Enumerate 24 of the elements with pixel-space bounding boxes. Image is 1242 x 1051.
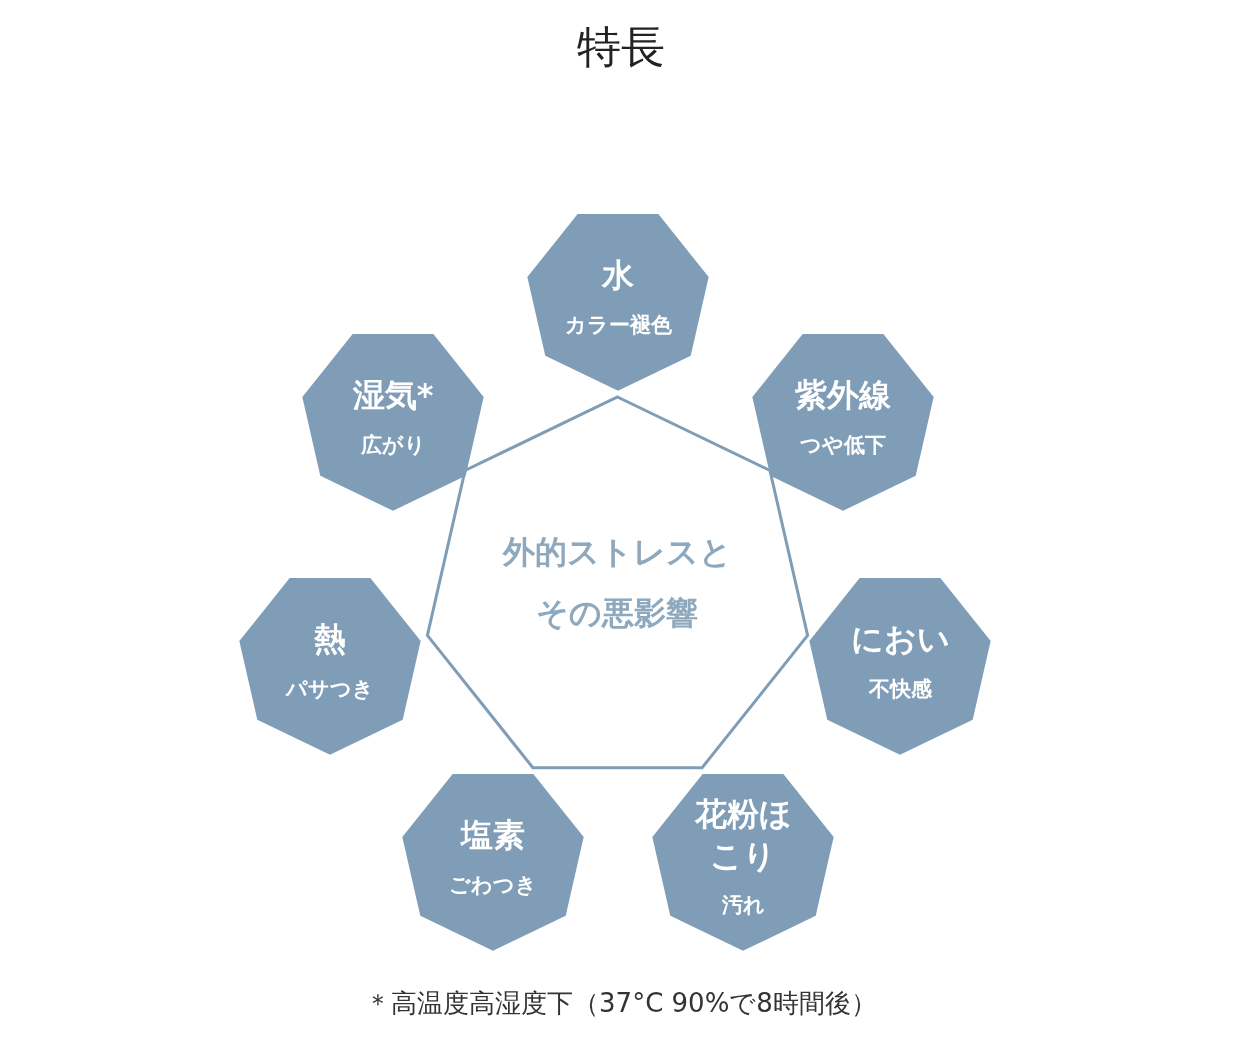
node-subtitle: カラー褪色 bbox=[564, 311, 672, 339]
heptagon-node bbox=[752, 334, 934, 512]
node-title: 熱 bbox=[314, 618, 346, 660]
heptagon-node bbox=[809, 578, 991, 756]
node-title: 紫外線 bbox=[795, 374, 891, 416]
title: 特長 bbox=[577, 21, 665, 72]
center-label: 外的ストレスとその悪影響 bbox=[501, 531, 733, 634]
node-subtitle: つや低下 bbox=[800, 431, 886, 459]
heptagon-node bbox=[239, 578, 421, 756]
node-title: におい bbox=[850, 618, 950, 660]
node-subtitle: ごわつき bbox=[449, 871, 537, 899]
node-title: 花粉ほこり bbox=[693, 794, 793, 877]
node-title: 水 bbox=[602, 254, 634, 296]
node-subtitle: 不快感 bbox=[868, 675, 932, 703]
heptagon-node bbox=[302, 334, 484, 512]
node-title: 湿気* bbox=[352, 374, 434, 416]
heptagon-node bbox=[402, 774, 584, 952]
heptagon-node bbox=[652, 774, 834, 952]
node-subtitle: 汚れ bbox=[721, 892, 765, 920]
node-subtitle: 広がり bbox=[360, 431, 426, 459]
caption: ＊高温度高湿度下（37°C 90%で8時間後） bbox=[365, 988, 877, 1018]
node-title: 塩素 bbox=[461, 814, 525, 856]
node-subtitle: パサつき bbox=[286, 675, 374, 703]
heptagon-node bbox=[527, 214, 709, 392]
